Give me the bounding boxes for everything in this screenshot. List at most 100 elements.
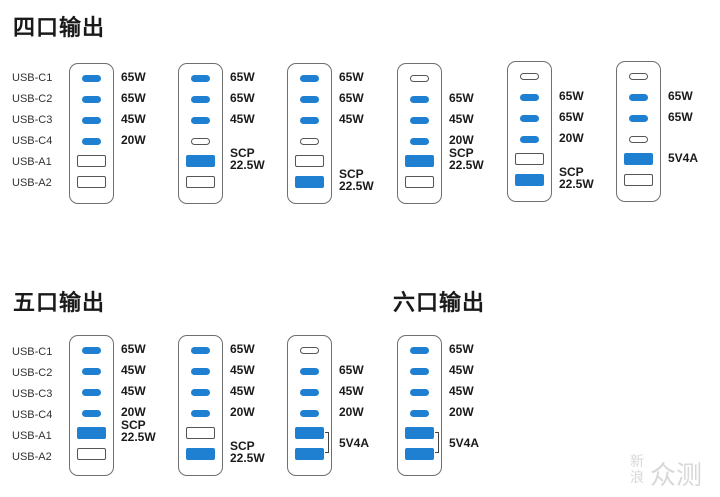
usb-a-port-idle [294, 155, 324, 167]
charger-diagram [616, 61, 661, 202]
usb-c-port-active [628, 93, 648, 101]
usb-c-port-active [409, 95, 429, 103]
usb-c-port-active [81, 367, 101, 375]
usb-a-port-idle [404, 176, 434, 188]
port-output-label: 65W [559, 110, 584, 124]
port-output-label: 45W [121, 384, 146, 398]
charger-diagram [178, 335, 223, 476]
port-output-label: 65W [449, 91, 474, 105]
usb-a-port-idle [185, 427, 215, 439]
port-label-usb-c2: USB-C2 [12, 93, 53, 105]
port-label-usb-c1: USB-C1 [12, 72, 53, 84]
usb-c-port-active [519, 135, 539, 143]
usb-c-port-active [628, 114, 648, 122]
port-label-usb-c2: USB-C2 [12, 367, 53, 379]
usb-c-port-active [299, 409, 319, 417]
usb-c-port-active [299, 388, 319, 396]
charger-diagram [287, 63, 332, 204]
usb-c-port-active [81, 137, 101, 145]
port-output-label: 20W [449, 405, 474, 419]
usb-a-port-active [294, 448, 324, 460]
usb-c-port-active [81, 95, 101, 103]
usb-c-port-active [299, 95, 319, 103]
port-output-label: 20W [230, 405, 255, 419]
usb-c-port-idle [409, 74, 429, 82]
watermark: 新浪 众测 [630, 452, 718, 492]
usb-c-port-active [409, 367, 429, 375]
port-output-label: 65W [121, 342, 146, 356]
shared-output-label: 5V4A [339, 435, 370, 450]
port-output-label: 20W [559, 131, 584, 145]
usb-c-port-active [190, 388, 210, 396]
usb-a-port-idle [76, 155, 106, 167]
usb-c-port-idle [190, 137, 210, 145]
usb-a-port-idle [185, 176, 215, 188]
usb-c-port-active [409, 116, 429, 124]
port-output-label: 65W [668, 110, 693, 124]
port-output-label: 45W [449, 384, 474, 398]
usb-c-port-active [190, 74, 210, 82]
usb-c-port-active [190, 95, 210, 103]
usb-c-port-active [299, 367, 319, 375]
port-output-label: 45W [339, 384, 364, 398]
port-label-usb-c3: USB-C3 [12, 114, 53, 126]
usb-a-port-idle [76, 176, 106, 188]
port-output-label: 45W [121, 112, 146, 126]
usb-a-port-idle [76, 448, 106, 460]
usb-a-port-active [185, 155, 215, 167]
section-title-five-port: 五口输出 [13, 291, 106, 316]
usb-c-port-idle [299, 137, 319, 145]
port-output-label: 65W [230, 70, 255, 84]
port-output-label: 65W [230, 342, 255, 356]
usb-c-port-idle [628, 72, 648, 80]
port-label-usb-a2: USB-A2 [12, 177, 52, 189]
usb-c-port-active [81, 74, 101, 82]
usb-c-port-active [299, 74, 319, 82]
usb-c-port-active [81, 346, 101, 354]
usb-c-port-active [409, 388, 429, 396]
usb-a-port-active [185, 448, 215, 460]
port-output-label: 45W [449, 112, 474, 126]
usb-c-port-active [190, 346, 210, 354]
usb-c-port-idle [519, 72, 539, 80]
usb-a-port-active [76, 427, 106, 439]
usb-c-port-active [81, 116, 101, 124]
usb-a-port-idle [514, 153, 544, 165]
port-output-label: 65W [668, 89, 693, 103]
port-output-label: 45W [449, 363, 474, 377]
port-output-label: 5V4A [668, 151, 699, 165]
usb-a-port-active [294, 427, 324, 439]
usb-c-port-active [409, 137, 429, 145]
port-output-label: 65W [339, 363, 364, 377]
usb-c-port-active [519, 114, 539, 122]
port-output-label: 65W [339, 70, 364, 84]
port-output-label: 65W [121, 70, 146, 84]
watermark-text: 众测 [650, 461, 703, 491]
charger-diagram [397, 63, 442, 204]
port-label-usb-c4: USB-C4 [12, 409, 53, 421]
usb-a-port-active [514, 174, 544, 186]
section-title-four-port: 四口输出 [13, 16, 106, 41]
port-output-label: 45W [339, 112, 364, 126]
usb-c-port-active [519, 93, 539, 101]
port-label-usb-a1: USB-A1 [12, 430, 52, 442]
port-output-label: 20W [121, 405, 146, 419]
usb-c-port-idle [299, 346, 319, 354]
charger-diagram [178, 63, 223, 204]
port-label-usb-a1: USB-A1 [12, 156, 52, 168]
port-output-label: 65W [121, 91, 146, 105]
port-output-label: 20W [449, 133, 474, 147]
port-output-label: 45W [230, 112, 255, 126]
charger-diagram [69, 335, 114, 476]
shared-output-bracket [325, 432, 329, 453]
port-label-usb-a2: USB-A2 [12, 451, 52, 463]
charger-diagram [397, 335, 442, 476]
port-output-label: 65W [449, 342, 474, 356]
shared-output-bracket [435, 432, 439, 453]
usb-a-port-active [404, 427, 434, 439]
usb-a-port-active [294, 176, 324, 188]
port-output-label: 65W [559, 89, 584, 103]
